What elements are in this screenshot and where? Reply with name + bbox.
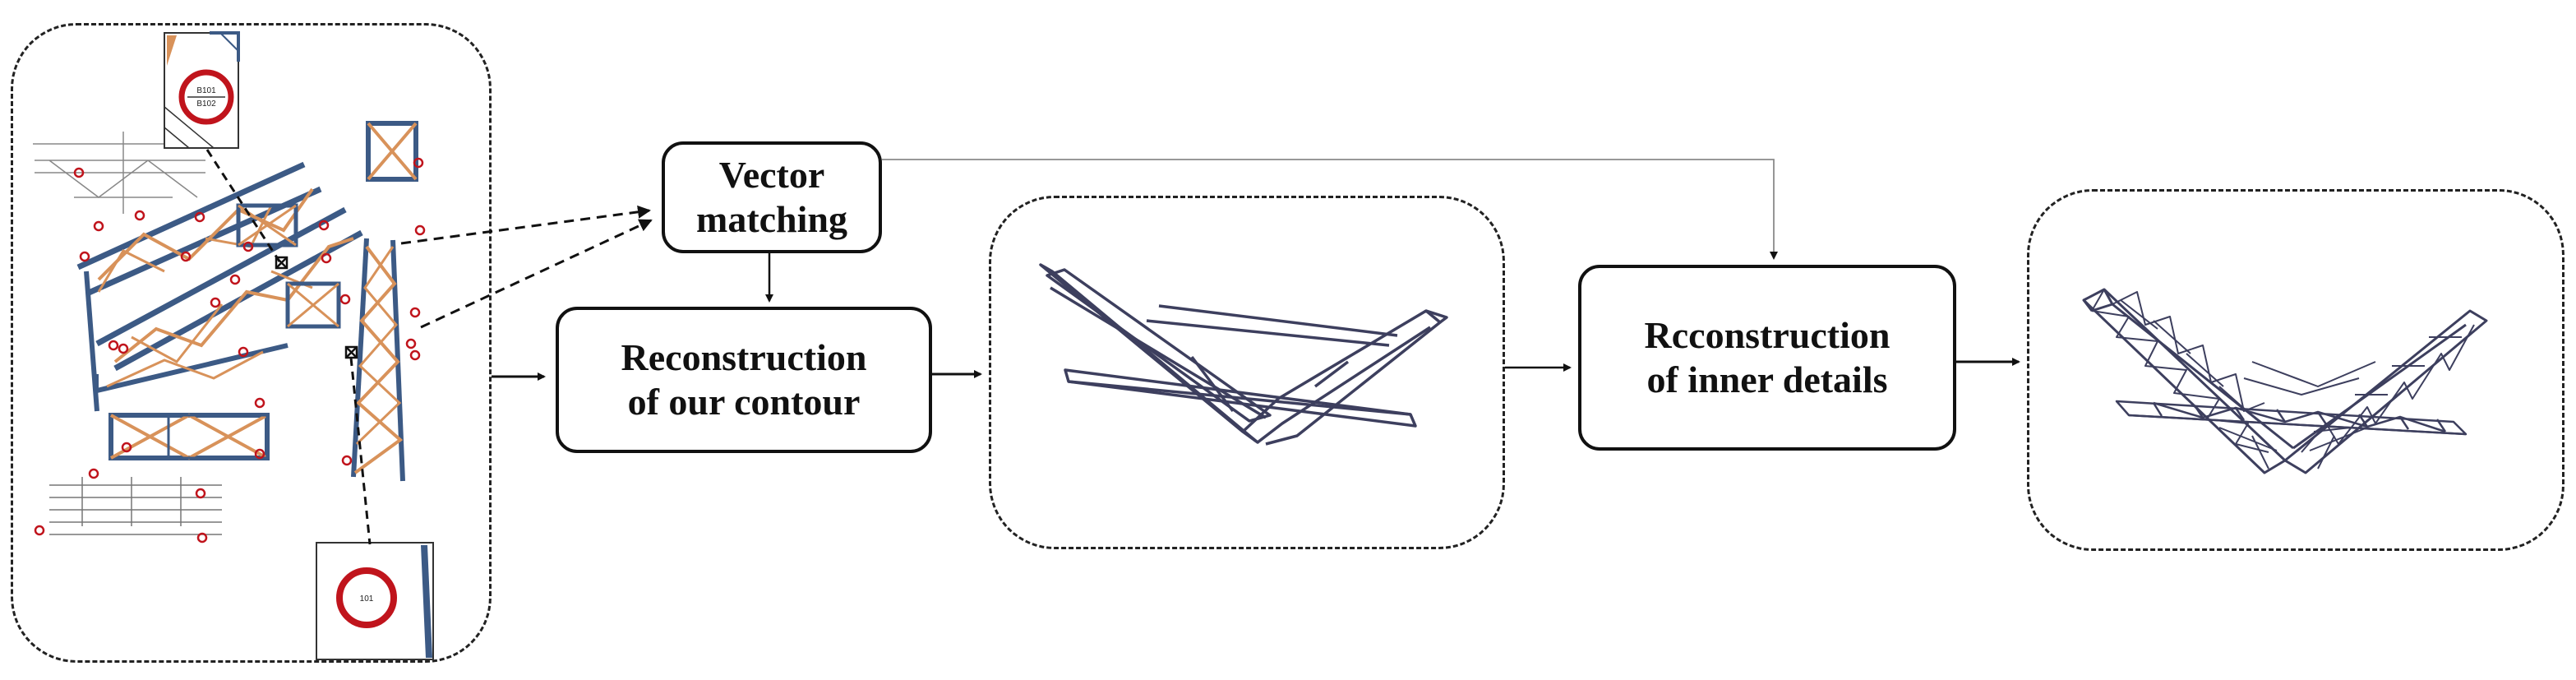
drawing-markers — [34, 157, 426, 544]
reconstruction-inner-line-2: of inner details — [1646, 359, 1888, 400]
detailed-wireframe — [2082, 288, 2488, 474]
top-detail-inset: B101 B102 — [164, 31, 240, 149]
drawing-sheet: B101 B102 101 — [33, 31, 434, 660]
reconstruction-contour-box: Reconstruction of our contour — [556, 307, 932, 453]
reconstruction-inner-line-1: Rcconstruction — [1644, 313, 1890, 356]
tower-head-frame — [366, 121, 418, 182]
contour-model-panel — [989, 196, 1505, 549]
arrow-vector-to-inner — [882, 159, 1778, 260]
tower-column — [351, 238, 405, 482]
mid-frame-1 — [285, 281, 341, 329]
vector-matching-line-1: Vector — [718, 153, 825, 196]
left-chord — [84, 271, 99, 412]
connectors — [400, 159, 2020, 381]
leader-line-top — [205, 149, 281, 262]
callout-label-101: 101 — [360, 594, 374, 604]
plan-sketch — [49, 477, 222, 535]
reconstruction-contour-line-2: of our contour — [627, 381, 861, 423]
callout-circle-bottom — [336, 567, 397, 628]
bottom-frame-2 — [167, 414, 269, 460]
elevation-sketch — [33, 132, 214, 214]
dashed-arrow-upper — [400, 205, 651, 245]
reconstruction-inner-box: Rcconstruction of inner details — [1578, 265, 1956, 451]
reconstruction-contour-line-1: Reconstruction — [621, 335, 867, 378]
callout-label-b102: B102 — [196, 99, 216, 109]
detailed-model-panel — [2027, 189, 2564, 551]
vector-matching-box: Vector matching — [662, 141, 882, 253]
bottom-frame-1 — [108, 413, 270, 460]
contour-wireframe — [1039, 263, 1448, 446]
callout-label-b101: B101 — [196, 86, 216, 95]
leader-line-bottom — [349, 357, 372, 545]
bottom-detail-inset: 101 — [316, 542, 434, 660]
dashed-arrow-lower — [420, 219, 653, 329]
diagonal-member-2 — [95, 206, 363, 372]
engineering-drawing-panel — [11, 23, 492, 663]
vector-matching-line-2: matching — [696, 198, 847, 240]
